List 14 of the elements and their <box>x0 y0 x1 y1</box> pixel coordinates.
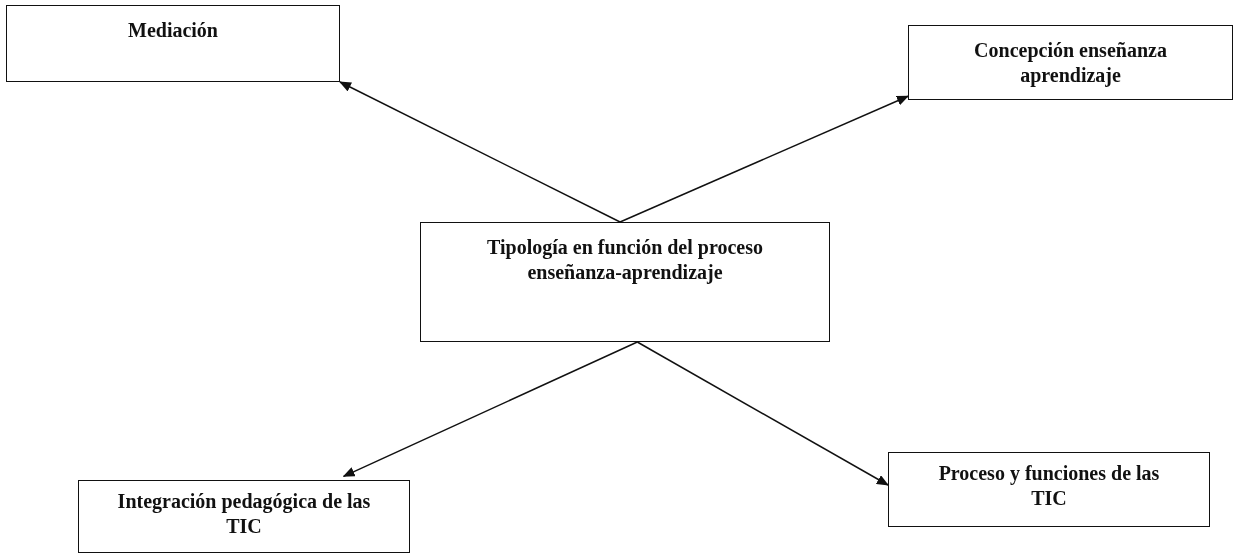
box-label: Concepción enseñanza aprendizaje <box>973 38 1168 88</box>
concept-box <box>888 452 1210 527</box>
arrow <box>619 95 909 223</box>
box-label: Tipología en función del proceso enseñanza-aprendizaje <box>486 235 764 285</box>
box-label: Proceso y funciones de las TIC <box>937 461 1161 511</box>
concept-box <box>420 222 830 342</box>
concept-box <box>6 5 340 82</box>
concept-box <box>78 480 410 553</box>
arrow <box>339 81 621 223</box>
arrow <box>342 341 639 478</box>
box-label: Mediación <box>128 18 218 43</box>
concept-box <box>908 25 1233 100</box>
arrow <box>636 341 889 486</box>
box-label: Integración pedagógica de las TIC <box>117 489 371 539</box>
